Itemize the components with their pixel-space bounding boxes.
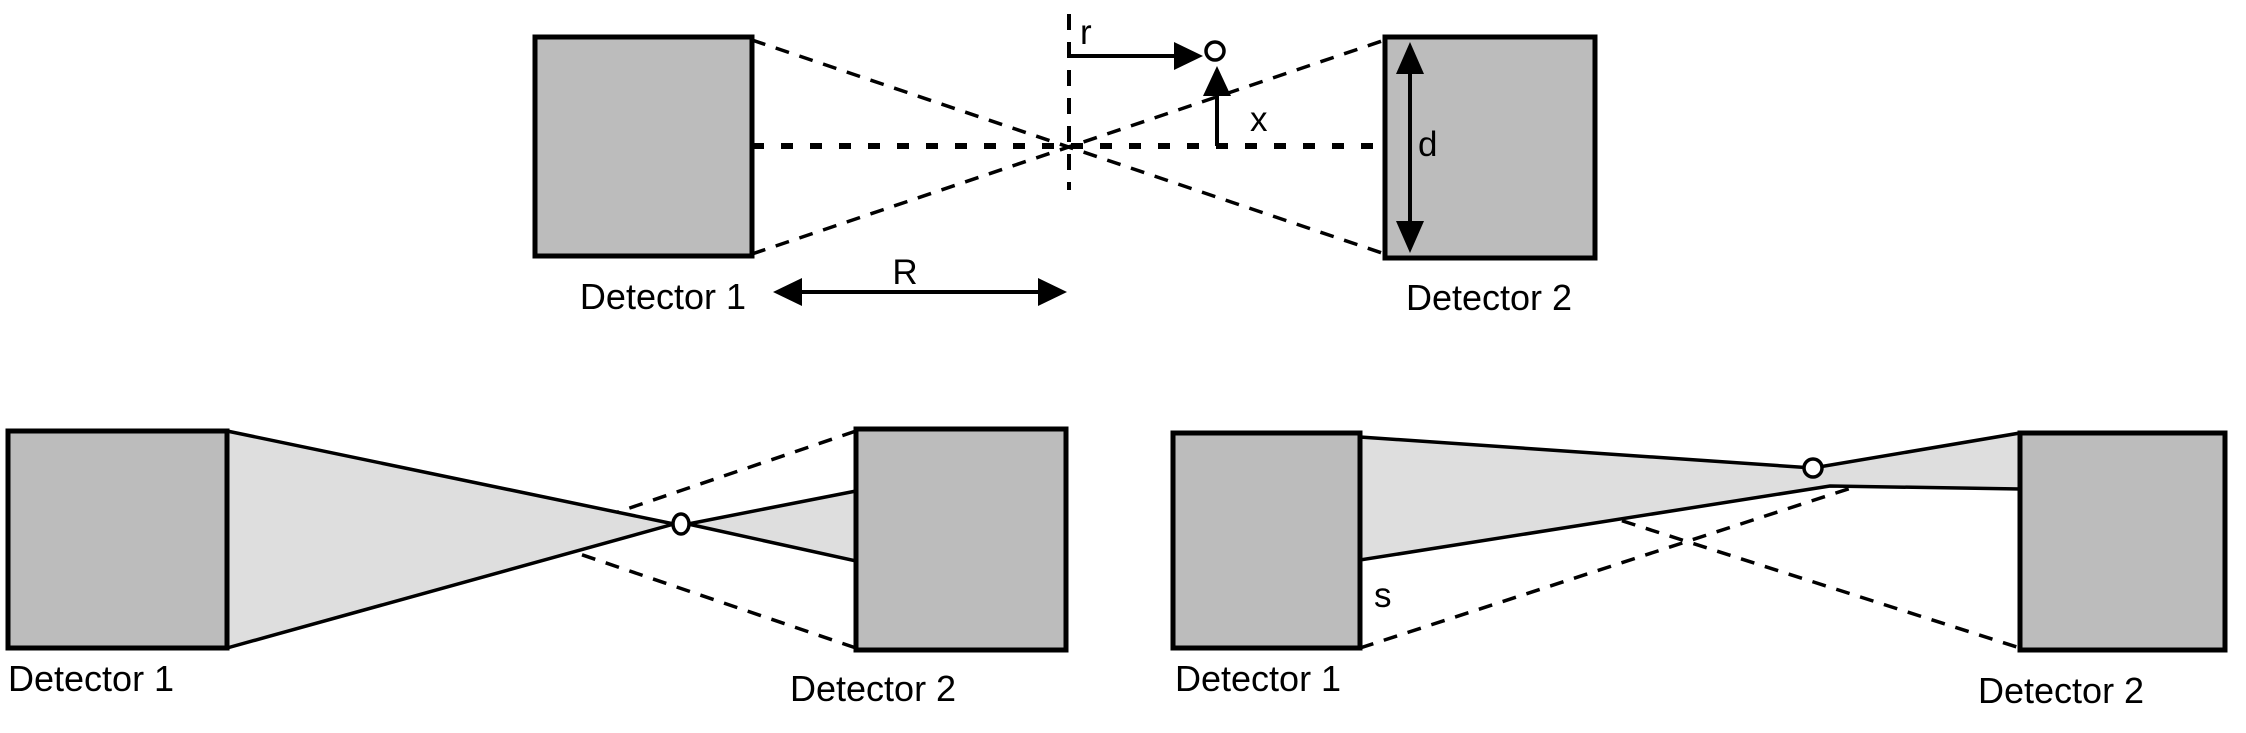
bl-detector-1-box <box>5 428 230 651</box>
br-source-point <box>1802 457 1824 479</box>
bl-acceptance-cone-left <box>225 428 675 651</box>
bl-source-point <box>671 512 691 536</box>
r-arrow <box>1071 42 1203 70</box>
r-label: r <box>1080 13 1092 52</box>
R-arrow <box>773 278 1067 306</box>
br-acceptance-cone <box>1358 430 2022 563</box>
x-arrow <box>1203 66 1231 146</box>
R-label: R <box>892 253 917 292</box>
br-crossing-dashed-line-1 <box>1359 435 2021 650</box>
bl-acceptance-cone-right <box>687 488 858 564</box>
top-source-point <box>1204 40 1226 62</box>
top-detector-1-label: Detector 1 <box>580 276 746 317</box>
bottom-right-diagram: s Detector 1 Detector 2 <box>1170 430 2228 711</box>
top-detector-1-box <box>532 34 755 259</box>
br-detector-1-label: Detector 1 <box>1175 658 1341 699</box>
top-detector-2-label: Detector 2 <box>1406 277 1572 318</box>
br-detector-2-label: Detector 2 <box>1978 670 2144 711</box>
bl-detector-1-label: Detector 1 <box>8 658 174 699</box>
bl-detector-2-label: Detector 2 <box>790 668 956 709</box>
d-arrow <box>1396 42 1424 253</box>
top-diagram: r x d R Detector 1 Detector 2 <box>532 13 1598 318</box>
x-label: x <box>1250 100 1268 139</box>
bottom-left-diagram: Detector 1 Detector 2 <box>5 426 1069 709</box>
s-label: s <box>1374 576 1392 615</box>
br-detector-2-box <box>2017 430 2228 653</box>
bl-detector-2-box <box>853 426 1069 653</box>
crossing-dashed-line-2 <box>751 38 1386 256</box>
d-label: d <box>1418 125 1437 164</box>
br-detector-1-box <box>1170 430 1363 651</box>
